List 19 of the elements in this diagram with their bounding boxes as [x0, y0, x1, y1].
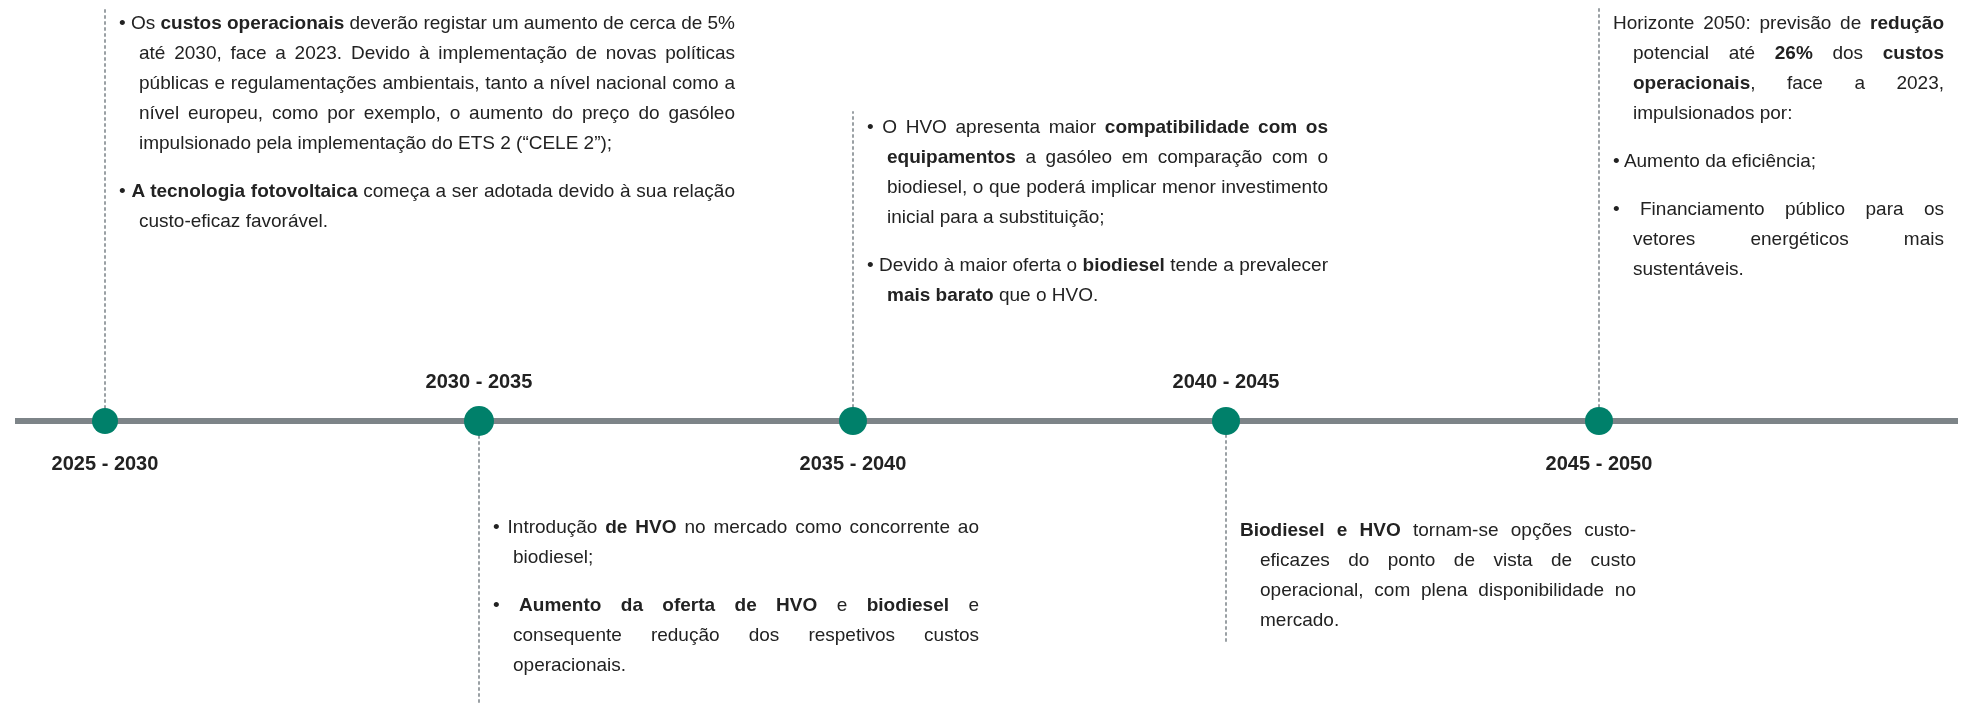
description-text: • Os custos operacionais deverão registar um aumento de cerca de 5% até 2030, face a 2023. Devido à implementação de novas políticas públicas e regulamentações ambientais, tanto a nível nacional como a nível europeu, como por exemplo, o aumento do preço do gasóleo impulsionado pela implementação do ETS 2 (“CELE 2”);	[119, 11, 735, 155]
period-label: 2030 - 2035	[424, 369, 534, 393]
description-text: • A tecnologia fotovoltaica começa a ser adotada devido à sua relação custo-eficaz favorável.	[119, 179, 735, 233]
period-label: 2040 - 2045	[1171, 369, 1281, 393]
description-text: Biodiesel e HVO tornam-se opções custo-eficazes do ponto de vista de custo operacional, com plena disponibilidade no mercado.	[1240, 518, 1636, 632]
period-label: 2025 - 2030	[50, 451, 160, 475]
description-text: • Aumento da oferta de HVO e biodiesel e consequente redução dos respetivos custos operacionais.	[493, 593, 979, 677]
period-label: 2045 - 2050	[1544, 451, 1654, 475]
description-text: Horizonte 2050: previsão de redução potencial até 26% dos custos operacionais, face a 2023, impulsionados por:	[1613, 11, 1944, 125]
description-text: • Introdução de HVO no mercado como concorrente ao biodiesel;	[493, 515, 979, 569]
leader-line	[104, 7, 106, 409]
leader-line	[1598, 7, 1600, 408]
description-text: • Devido à maior oferta o biodiesel tende a prevalecer mais barato que o HVO.	[867, 253, 1328, 307]
description-text: • O HVO apresenta maior compatibilidade com os equipamentos a gasóleo em comparação com o biodiesel, o que poderá implicar menor investimento inicial para a substituição;	[867, 115, 1328, 229]
leader-line	[852, 111, 854, 408]
leader-line	[478, 435, 480, 705]
description-text: • Financiamento público para os vetores energéticos mais sustentáveis.	[1613, 197, 1944, 281]
description-text: • Aumento da eficiência;	[1613, 149, 1818, 173]
period-label: 2035 - 2040	[798, 451, 908, 475]
